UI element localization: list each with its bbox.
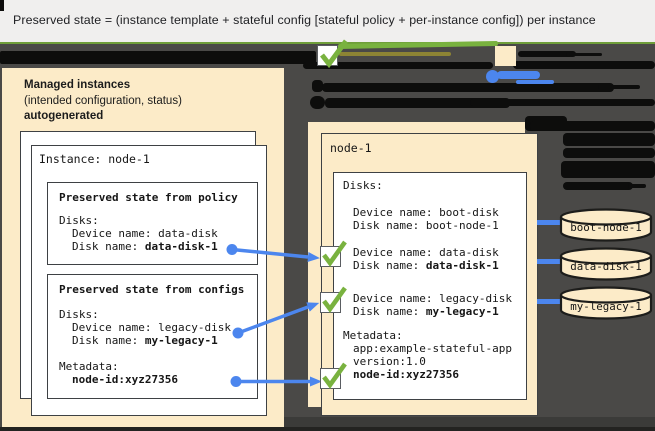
node-config-card: Disks: Device name: boot-disk Disk name:…: [333, 172, 527, 400]
disk-name-line: Disk name: my-legacy-1: [59, 334, 246, 347]
redacted-bar: [303, 62, 493, 69]
connector-boot-disk: [537, 220, 562, 225]
corner-mark: [0, 0, 4, 11]
managed-instances-heading: Managed instances (intended configuratio…: [24, 78, 182, 125]
bottom-border: [0, 427, 655, 431]
checkbox-data-disk: [320, 240, 347, 267]
disk-name-prefix: Disk name:: [353, 259, 426, 272]
device-name-line: Device name: legacy-disk: [353, 292, 512, 305]
heading-line: Managed instances: [24, 79, 131, 91]
disk-label: my-legacy-1: [570, 300, 642, 313]
instance-card-title: Instance: node-1: [39, 152, 150, 166]
disk-name-prefix: Disk name:: [353, 219, 426, 232]
redacted-glyph: [310, 96, 325, 109]
box-title: Preserved state from policy: [59, 191, 238, 204]
metadata-bold-value: node-id:xyz27356: [353, 368, 459, 381]
redacted-bar: [563, 148, 655, 158]
redacted-bar: [566, 52, 602, 56]
green-divider-line: [0, 42, 655, 44]
checkmark-icon: [320, 39, 349, 69]
metadata-value: node-id:xyz27356: [59, 373, 246, 386]
redacted-bar: [322, 83, 614, 92]
template-chip: [495, 46, 516, 66]
disk-name-value: my-legacy-1: [144, 334, 218, 347]
redacted-bar: [628, 184, 646, 188]
disk-name-line: Disk name: data-disk-1: [343, 259, 518, 272]
connector-policy-to-data-disk: [226, 244, 320, 262]
metadata-bold-value: node-id:xyz27356: [72, 373, 178, 386]
redacted-bar: [598, 85, 640, 89]
disk-name-value: boot-node-1: [425, 219, 499, 232]
redacted-bar: [563, 133, 655, 146]
disk-name-prefix: Disk name:: [72, 334, 145, 347]
device-name-line: Device name: legacy-disk: [72, 321, 231, 334]
disk-cylinder-icon: [559, 286, 653, 320]
preserved-state-policy-box: Preserved state from policy Disks: Devic…: [47, 182, 258, 265]
metadata-bold-line: node-id:xyz27356: [343, 368, 518, 381]
olive-line: [339, 52, 451, 56]
connector-data-disk: [537, 259, 562, 264]
page-title: Preserved state = (instance template + s…: [13, 13, 596, 27]
device-name-line: Device name: data-disk: [72, 227, 218, 240]
redacted-bar: [470, 99, 655, 106]
node-panel-title: node-1: [330, 141, 372, 155]
box-title: Preserved state from configs: [59, 283, 245, 296]
disk-label: data-disk-1: [570, 260, 642, 273]
redacted-bar: [563, 182, 633, 190]
disk-cylinder-icon: [559, 208, 653, 242]
metadata-line: version:1.0: [353, 355, 426, 368]
device-name-line: Device name: data-disk: [353, 246, 499, 259]
title-bar: [0, 0, 655, 42]
redacted-bar: [530, 121, 655, 131]
connector-dot: [226, 244, 238, 255]
preserved-state-configs-box: Preserved state from configs Disks: Devi…: [47, 274, 258, 399]
checkbox-legacy-disk: [320, 286, 347, 313]
metadata-line: app:example-stateful-app: [353, 342, 512, 355]
disk-name-line: Disk name: data-disk-1: [59, 240, 246, 253]
disks-label: Disks:: [59, 308, 99, 321]
metadata-label: Metadata:: [343, 329, 403, 342]
disk-name-line: Disk name: my-legacy-1: [343, 305, 518, 318]
checkmark-icon: [322, 286, 347, 313]
disk-name-prefix: Disk name:: [72, 240, 145, 253]
device-name-line: Device name: boot-disk: [353, 206, 499, 219]
metadata-block: Metadata: app:example-stateful-app versi…: [343, 329, 518, 381]
redacted-blue-bar: [497, 71, 540, 79]
checkmark-icon: [322, 362, 347, 389]
disk-cylinder-icon: [559, 247, 653, 281]
redacted-glyph: [312, 80, 323, 92]
disk-label: boot-node-1: [570, 221, 642, 234]
redacted-bar: [325, 98, 510, 108]
disks-label: Disks:: [59, 214, 99, 227]
disk-name-line: Disk name: boot-node-1: [343, 219, 518, 232]
redacted-bar: [561, 161, 655, 178]
disk-name-value: my-legacy-1: [425, 305, 499, 318]
checkbox-metadata: [320, 362, 347, 389]
metadata-label: Metadata:: [59, 360, 119, 373]
disks-label: Disks:: [343, 179, 383, 192]
disk-entry-legacy: Device name: legacy-disk Disk name: my-l…: [343, 292, 518, 318]
blue-dot: [486, 70, 499, 83]
disk-name-value: data-disk-1: [425, 259, 499, 272]
redacted-bar: [0, 51, 316, 64]
disk-name-value: data-disk-1: [144, 240, 218, 253]
connector-configs-to-legacy-disk: [232, 302, 320, 339]
disk-entry-data: Device name: data-disk Disk name: data-d…: [343, 246, 518, 272]
redacted-bar: [518, 51, 576, 57]
checkmark-icon: [322, 240, 347, 267]
heading-line: autogenerated: [24, 110, 104, 122]
redacted-bar: [513, 61, 655, 69]
checkbox-template: [317, 39, 349, 69]
disk-name-prefix: Disk name:: [353, 305, 426, 318]
heading-line: (intended configuration, status): [24, 94, 182, 107]
connector-legacy-disk: [537, 299, 562, 304]
connector-configs-to-metadata: [230, 376, 322, 387]
disk-entry-boot: Device name: boot-disk Disk name: boot-n…: [343, 206, 518, 232]
redacted-blue-line: [516, 80, 554, 84]
